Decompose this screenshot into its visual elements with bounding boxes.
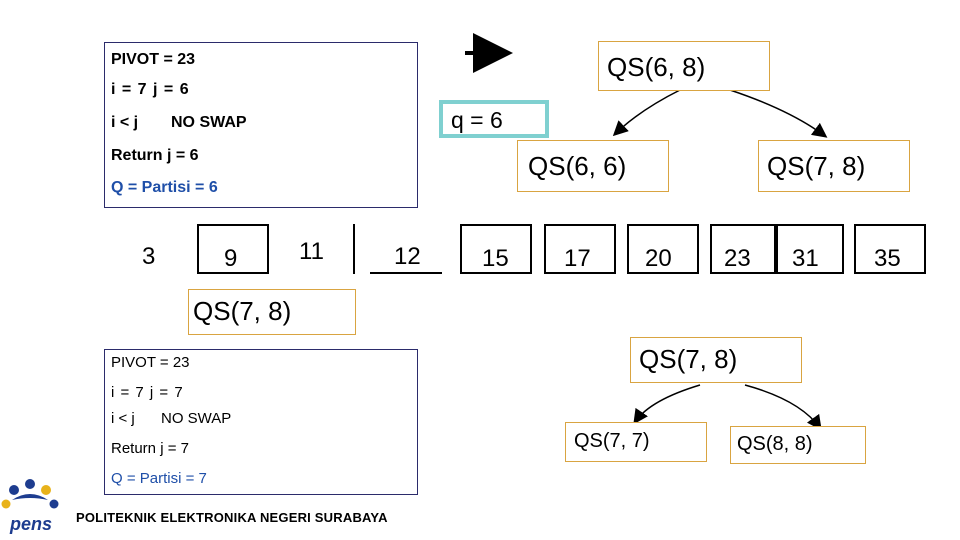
swap-label: NO SWAP <box>171 114 247 131</box>
array-cell-value: 12 <box>394 243 421 270</box>
qs-node-root: QS(6, 8) <box>598 41 770 91</box>
branch-bottom-left-line <box>633 384 701 425</box>
partition-info-panel-bottom: PIVOT = 23 i = 7 j = 7 i < j NO SWAP Ret… <box>104 349 418 495</box>
array-cell: 23 <box>710 224 776 274</box>
partisi-label: Q = Partisi = 6 <box>111 179 218 196</box>
pens-logo-text: pens <box>10 514 53 534</box>
index-label: i = 7 j = 7 <box>111 384 184 401</box>
array-cell: 31 <box>776 224 844 274</box>
array-cell-value: 31 <box>792 245 819 272</box>
array-cell-value: 11 <box>299 238 324 265</box>
qs-node-mid-label: QS(7, 8) <box>193 296 292 326</box>
array-cell-value: 23 <box>724 245 751 272</box>
array-cell-value: 20 <box>645 245 672 272</box>
pivot-label: PIVOT = 23 <box>111 51 196 68</box>
array-cell: 15 <box>460 224 532 274</box>
qs-node-root-label: QS(6, 8) <box>607 52 706 82</box>
qs-node-left: QS(6, 6) <box>517 140 669 192</box>
condition-label: i < j <box>111 114 139 131</box>
q-value-label: q = 6 <box>451 107 503 133</box>
array-cell-value: 17 <box>564 245 591 272</box>
swap-label: NO SWAP <box>161 410 232 427</box>
qs-tree-left: QS(7, 7) <box>565 422 707 462</box>
array-cell: 11 <box>285 224 355 274</box>
partition-info-panel-top: PIVOT = 23 i = 7 j = 6 i < j NO SWAP Ret… <box>104 42 418 208</box>
return-label: Return j = 7 <box>111 440 189 457</box>
qs-node-mid: QS(7, 8) <box>188 289 356 335</box>
branch-bottom-right-line <box>744 384 822 431</box>
qs-tree-root-label: QS(7, 8) <box>639 344 738 374</box>
array-cell: 9 <box>197 224 269 274</box>
array-cell-value: 3 <box>142 243 156 270</box>
partisi-label: Q = Partisi = 7 <box>111 470 207 487</box>
pivot-label: PIVOT = 23 <box>111 354 190 371</box>
return-label: Return j = 6 <box>111 147 199 164</box>
pens-logo-mark <box>1 479 59 509</box>
array-cell: 12 <box>370 224 442 274</box>
array-cell-value: 9 <box>224 245 238 272</box>
array-cell-value: 15 <box>482 245 509 272</box>
q-value-box: q = 6 <box>439 100 549 138</box>
footer-institution: POLITEKNIK ELEKTRONIKA NEGERI SURABAYA <box>76 510 388 525</box>
array-cell-value: 35 <box>874 245 901 272</box>
array-cell: 3 <box>120 224 182 274</box>
index-label: i = 7 j = 6 <box>111 81 190 98</box>
condition-label: i < j <box>111 410 135 427</box>
branch-left-line <box>612 89 681 137</box>
pens-logo: pens <box>0 478 64 540</box>
qs-tree-root: QS(7, 8) <box>630 337 802 383</box>
qs-node-right: QS(7, 8) <box>758 140 910 192</box>
array-cell: 20 <box>627 224 699 274</box>
array-cell: 35 <box>854 224 926 274</box>
qs-tree-left-label: QS(7, 7) <box>574 430 650 452</box>
qs-node-right-label: QS(7, 8) <box>767 151 866 181</box>
qs-tree-right: QS(8, 8) <box>730 426 866 464</box>
branch-right-line <box>729 89 828 138</box>
qs-tree-right-label: QS(8, 8) <box>737 433 813 455</box>
qs-node-left-label: QS(6, 6) <box>528 151 627 181</box>
array-cell: 17 <box>544 224 616 274</box>
